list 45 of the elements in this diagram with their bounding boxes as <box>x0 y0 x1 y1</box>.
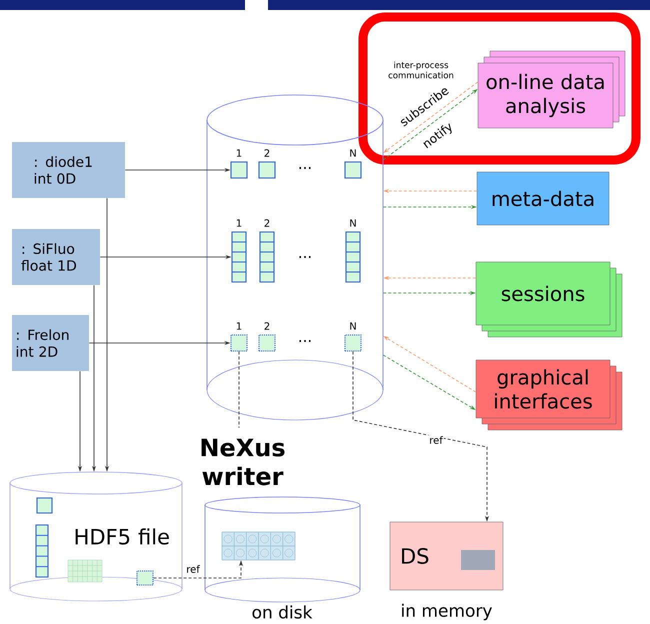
data-cell <box>136 570 154 586</box>
image-grid <box>68 560 102 582</box>
index-label: N <box>350 322 356 330</box>
index-label: 2 <box>264 219 270 227</box>
index-label: N <box>350 219 356 227</box>
data-cell <box>344 161 362 179</box>
process-box: meta-data <box>476 172 610 226</box>
data-column <box>231 231 247 283</box>
caption-text: in memory <box>402 604 492 620</box>
memory-cylinder <box>206 94 384 420</box>
index-label: 2 <box>264 322 270 330</box>
edge-label: ref <box>185 564 201 574</box>
image-grid <box>222 532 296 560</box>
disk-cylinder <box>204 496 360 602</box>
ellipsis: ... <box>299 167 311 169</box>
data-column <box>345 231 361 283</box>
data-cell <box>258 334 276 352</box>
data-column <box>35 524 49 578</box>
index-label: N <box>350 149 356 157</box>
data-column <box>259 231 275 283</box>
stacked-box: on-line data analysis <box>478 50 626 128</box>
data-cell <box>230 334 248 352</box>
variable-box: : SiFluo float 1D <box>12 229 100 285</box>
node-label: HDF5 file <box>76 528 169 545</box>
variable-box: : diode1 int 0D <box>12 142 125 198</box>
index-label: 1 <box>236 219 242 227</box>
writer-box: NeXus writer <box>185 428 300 496</box>
edge-label: ref <box>428 435 444 445</box>
stacked-box: sessions <box>476 262 622 338</box>
data-cell <box>36 497 53 514</box>
ellipsis: ... <box>299 340 311 342</box>
index-label: 2 <box>264 149 270 157</box>
disk-cylinder: HDF5 file <box>10 472 182 602</box>
index-label: 1 <box>236 322 242 330</box>
data-cell <box>258 161 276 179</box>
image-block <box>461 550 495 570</box>
memory-box: DS <box>390 522 504 590</box>
data-cell <box>344 334 362 352</box>
stacked-box: graphical interfaces <box>476 360 622 430</box>
data-cell <box>230 161 248 179</box>
variable-box: : Frelon int 2D <box>12 315 89 371</box>
ellipsis: ... <box>299 256 311 258</box>
note-text: inter-process communication <box>388 62 454 78</box>
index-label: 1 <box>236 149 242 157</box>
caption-text: on disk <box>252 605 312 619</box>
